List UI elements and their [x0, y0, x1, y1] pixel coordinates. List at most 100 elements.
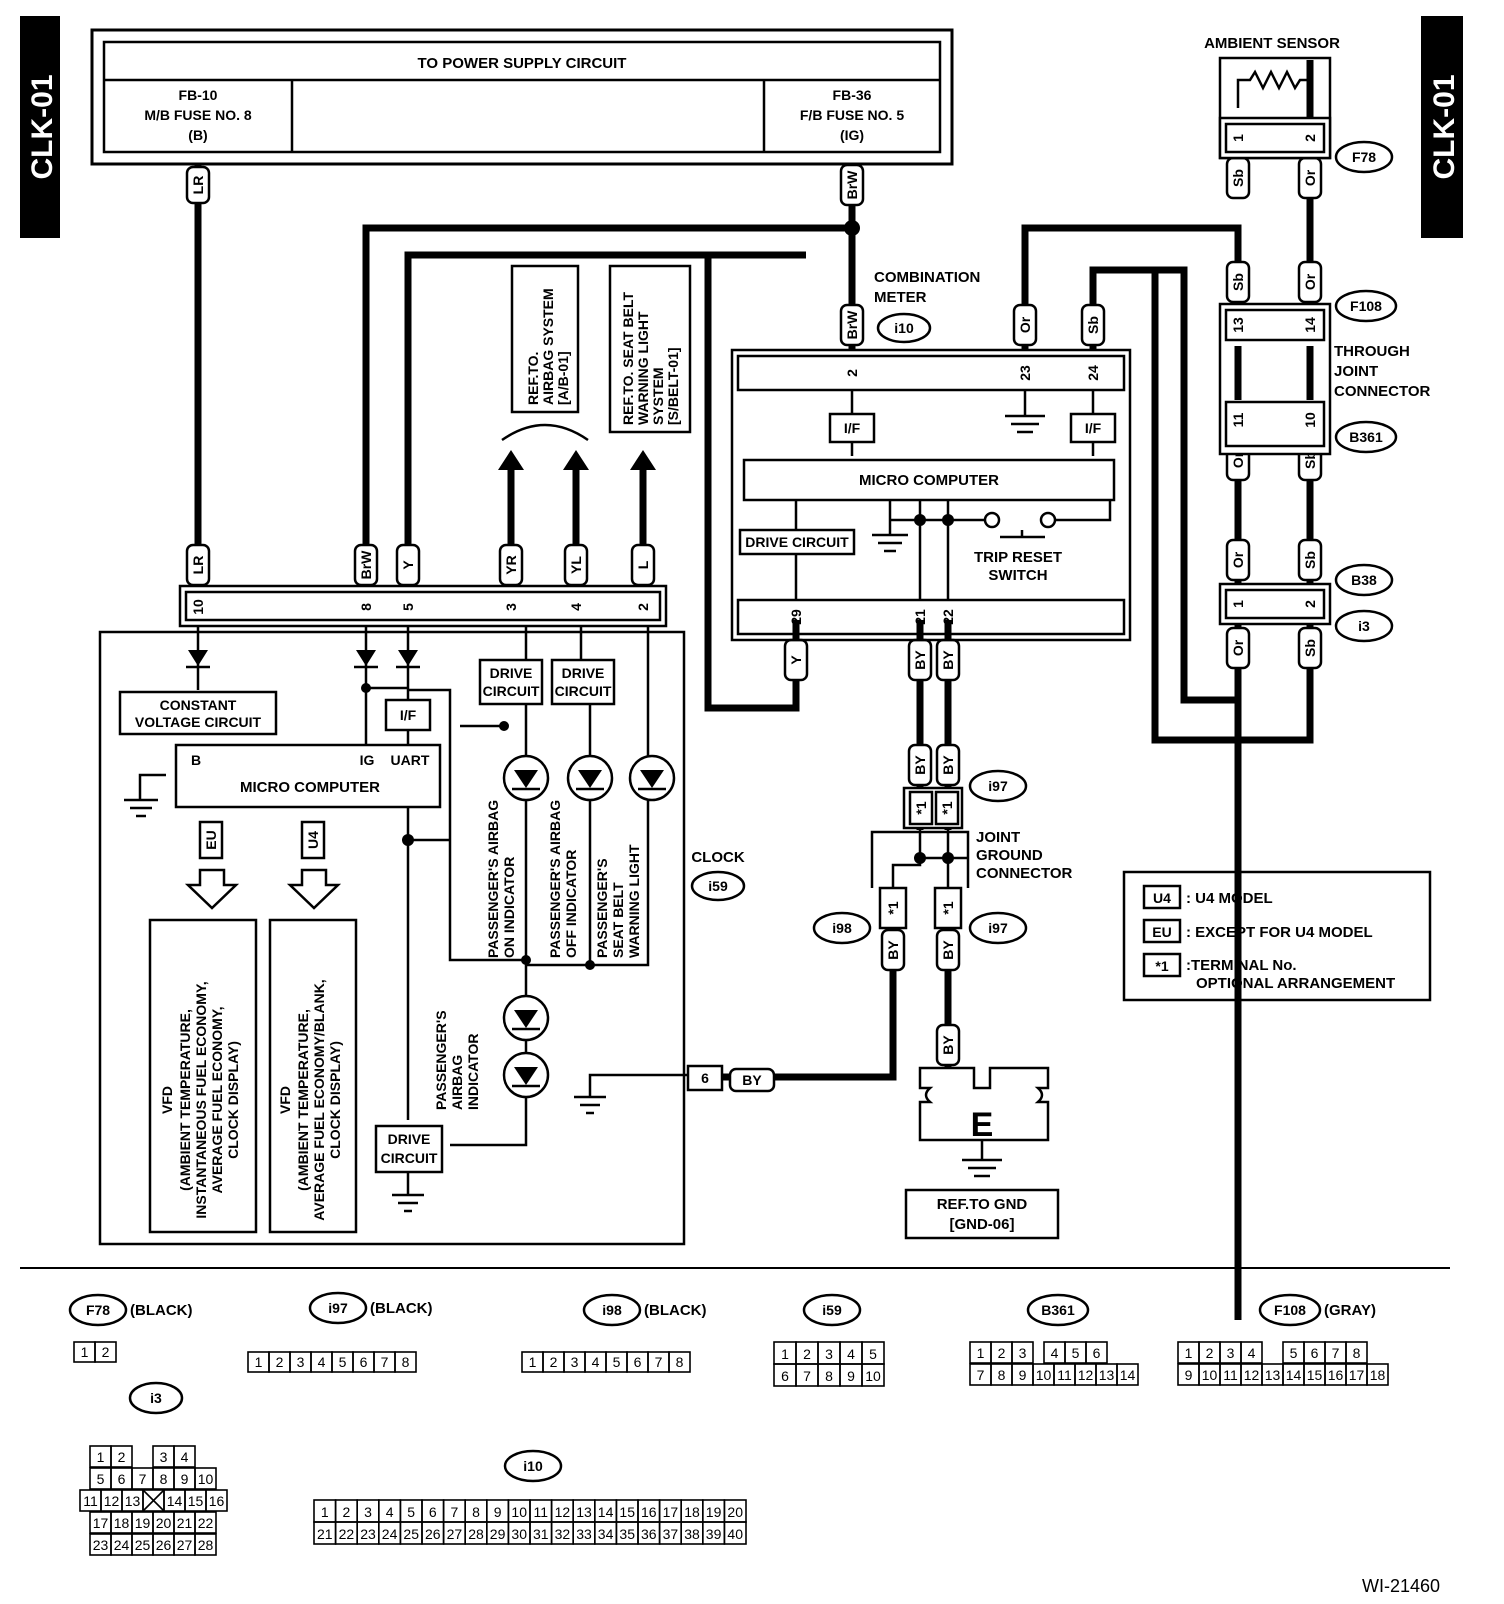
svg-text:14: 14	[1302, 317, 1318, 333]
i10-pin: 33	[576, 1526, 592, 1542]
i59-pin: 6	[781, 1368, 789, 1384]
svg-text:(BLACK): (BLACK)	[644, 1302, 706, 1319]
i10-pin: 22	[339, 1526, 355, 1542]
i10-pin: 11	[534, 1504, 549, 1520]
i10-pin: 9	[494, 1504, 502, 1520]
svg-text:Or: Or	[1302, 273, 1318, 290]
svg-text:5: 5	[400, 603, 416, 611]
svg-text:AVERAGE FUEL ECONOMY/BLANK,: AVERAGE FUEL ECONOMY/BLANK,	[311, 979, 327, 1220]
i98-pin: 5	[613, 1354, 621, 1370]
svg-text:(BLACK): (BLACK)	[370, 1300, 432, 1317]
i98-pin: 2	[550, 1354, 558, 1370]
svg-text:2: 2	[635, 603, 651, 611]
svg-text:6: 6	[701, 1070, 709, 1086]
svg-text:YR: YR	[503, 555, 519, 574]
i10-pin: 10	[511, 1504, 527, 1520]
i3-pin: 16	[209, 1493, 225, 1509]
i97-pin: 1	[255, 1354, 263, 1370]
b361-pin: 7	[977, 1367, 985, 1383]
f108-pin: 14	[1286, 1367, 1302, 1383]
i3-pin: 17	[93, 1515, 109, 1531]
svg-text:IG: IG	[360, 752, 375, 768]
i10-pin: 36	[641, 1526, 657, 1542]
svg-text:Sb: Sb	[1230, 169, 1246, 187]
i97-pin: 4	[318, 1354, 326, 1370]
svg-text:REF.TO. SEAT BELT: REF.TO. SEAT BELT	[620, 292, 636, 425]
svg-text:BY: BY	[940, 650, 956, 670]
i59-pin: 8	[825, 1368, 833, 1384]
svg-text:REF.TO GND: REF.TO GND	[937, 1196, 1028, 1213]
i3-pin: 15	[188, 1493, 204, 1509]
svg-text:Sb: Sb	[1302, 451, 1318, 469]
svg-text:MICRO COMPUTER: MICRO COMPUTER	[240, 779, 380, 796]
svg-text:ON INDICATOR: ON INDICATOR	[501, 857, 517, 958]
svg-text:OFF INDICATOR: OFF INDICATOR	[563, 850, 579, 958]
i3-pin: 14	[167, 1493, 183, 1509]
f108-pin: 8	[1353, 1345, 1361, 1361]
b361-pin: 14	[1120, 1367, 1136, 1383]
i59-pin: 7	[803, 1368, 811, 1384]
clock-terminal-strip: 10 8 5 3 4 2	[178, 584, 668, 628]
svg-text:Or: Or	[1230, 639, 1246, 656]
svg-text:PASSENGER'S: PASSENGER'S	[594, 858, 610, 958]
svg-text:LR: LR	[190, 176, 206, 195]
i3-pin: 2	[118, 1449, 126, 1465]
i10-pin: 20	[727, 1504, 743, 1520]
svg-text:[A/B-01]: [A/B-01]	[555, 351, 571, 405]
i59-pin: 1	[781, 1346, 789, 1362]
i3-pin: 10	[198, 1471, 214, 1487]
svg-text:U4: U4	[1153, 890, 1171, 906]
svg-text:CONSTANT: CONSTANT	[160, 697, 237, 713]
ref-airbag: REF.TO. AIRBAG SYSTEM [A/B-01]	[501, 264, 589, 442]
svg-text:CONNECTOR: CONNECTOR	[976, 865, 1073, 882]
i3-pin: 21	[177, 1515, 193, 1531]
svg-text:CLOCK DISPLAY): CLOCK DISPLAY)	[327, 1041, 343, 1159]
svg-text:[S/BELT-01]: [S/BELT-01]	[665, 347, 681, 425]
svg-text:*1: *1	[1155, 958, 1168, 974]
f78-pin: 1	[81, 1344, 89, 1360]
i59-pin: 4	[847, 1346, 855, 1362]
svg-text:METER: METER	[874, 289, 927, 306]
i10-pin: 31	[533, 1526, 549, 1542]
svg-text:13: 13	[1230, 317, 1246, 333]
clock-unit: CONSTANT VOLTAGE CIRCUIT I/F B IG UART M…	[98, 626, 724, 1246]
svg-text:M/B FUSE NO. 8: M/B FUSE NO. 8	[144, 107, 252, 123]
b361-pin: 13	[1099, 1367, 1115, 1383]
svg-text:CIRCUIT: CIRCUIT	[555, 683, 612, 699]
f108-cell	[1366, 1363, 1389, 1386]
svg-text:EU: EU	[203, 830, 219, 849]
i3-blocked-pin	[142, 1489, 165, 1512]
svg-text:AVERAGE FUEL ECONOMY,: AVERAGE FUEL ECONOMY,	[209, 1007, 225, 1194]
svg-text:B38: B38	[1351, 572, 1377, 588]
i10-pin: 1	[321, 1504, 329, 1520]
i97-cell	[394, 1351, 417, 1373]
svg-text:i98: i98	[602, 1302, 622, 1318]
svg-text::TERMINAL No.: :TERMINAL No.	[1186, 957, 1297, 974]
f108-pin: 13	[1265, 1367, 1281, 1383]
i10-pin: 28	[468, 1526, 484, 1542]
clock-connector-tag: i59	[690, 870, 746, 902]
f78-cell	[94, 1341, 117, 1363]
svg-text:4: 4	[568, 603, 584, 611]
i10-pin: 15	[619, 1504, 635, 1520]
svg-text:22: 22	[940, 609, 956, 625]
b361-pin: 6	[1093, 1345, 1101, 1361]
svg-text:3: 3	[503, 603, 519, 611]
b361-cell	[1116, 1363, 1139, 1386]
svg-text:REF.TO.: REF.TO.	[525, 352, 541, 405]
i3-pin: 13	[125, 1493, 141, 1509]
i10-pin: 12	[555, 1504, 571, 1520]
svg-text:2: 2	[1302, 600, 1318, 608]
svg-text:FB-10: FB-10	[179, 87, 218, 103]
i3-cell	[194, 1511, 217, 1534]
svg-text:21: 21	[912, 609, 928, 625]
i10-pin: 2	[343, 1504, 351, 1520]
svg-text:BrW: BrW	[358, 550, 374, 580]
svg-text:PASSENGER'S AIRBAG: PASSENGER'S AIRBAG	[547, 800, 563, 958]
svg-text:GROUND: GROUND	[976, 847, 1043, 864]
svg-text:TRIP RESET: TRIP RESET	[974, 549, 1062, 566]
i3-pin: 11	[83, 1493, 98, 1509]
i10-pin: 23	[360, 1526, 376, 1542]
svg-text:THROUGH: THROUGH	[1334, 343, 1410, 360]
svg-text:Sb: Sb	[1230, 273, 1246, 291]
